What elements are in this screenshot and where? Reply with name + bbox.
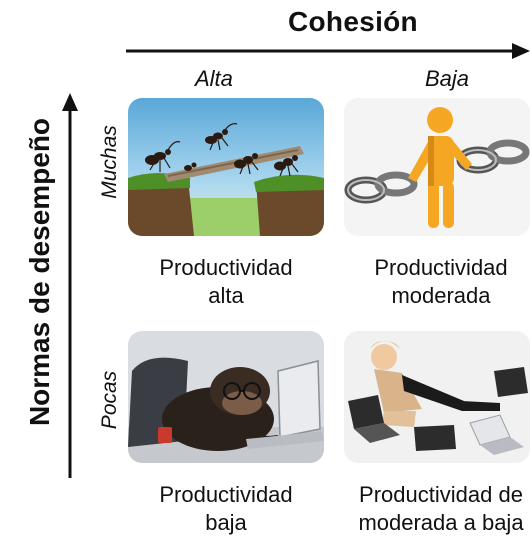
caption-line-1: Productividad <box>159 255 293 280</box>
woman-laptops-image <box>344 331 530 463</box>
chimp-laptop-image <box>128 331 324 463</box>
caption-baja-muchas: Productividad moderada <box>374 254 507 310</box>
caption-alta-pocas: Productividad baja <box>159 481 292 537</box>
caption-line-2: alta <box>208 283 244 308</box>
ants-bridge-image <box>128 98 324 236</box>
row-label-muchas: Muchas <box>98 125 121 199</box>
row-label-pocas: Pocas <box>98 370 121 430</box>
caption-line-1: Productividad de <box>359 482 523 507</box>
y-axis-arrowhead <box>62 93 78 111</box>
chain-figure-image <box>344 98 530 236</box>
column-label-baja: Baja <box>425 66 470 91</box>
x-axis-arrowhead <box>512 43 530 59</box>
caption-line-1: Productividad <box>374 255 508 280</box>
caption-baja-pocas: Productividad de moderada a baja <box>358 481 523 537</box>
caption-line-2: baja <box>205 510 247 535</box>
x-axis-title: Cohesión <box>288 6 418 37</box>
caption-line-2: moderada a baja <box>358 510 524 535</box>
column-label-alta: Alta <box>195 66 233 91</box>
caption-line-2: moderada <box>391 283 491 308</box>
caption-line-1: Productividad <box>159 482 293 507</box>
caption-alta-muchas: Productividad alta <box>159 254 292 310</box>
